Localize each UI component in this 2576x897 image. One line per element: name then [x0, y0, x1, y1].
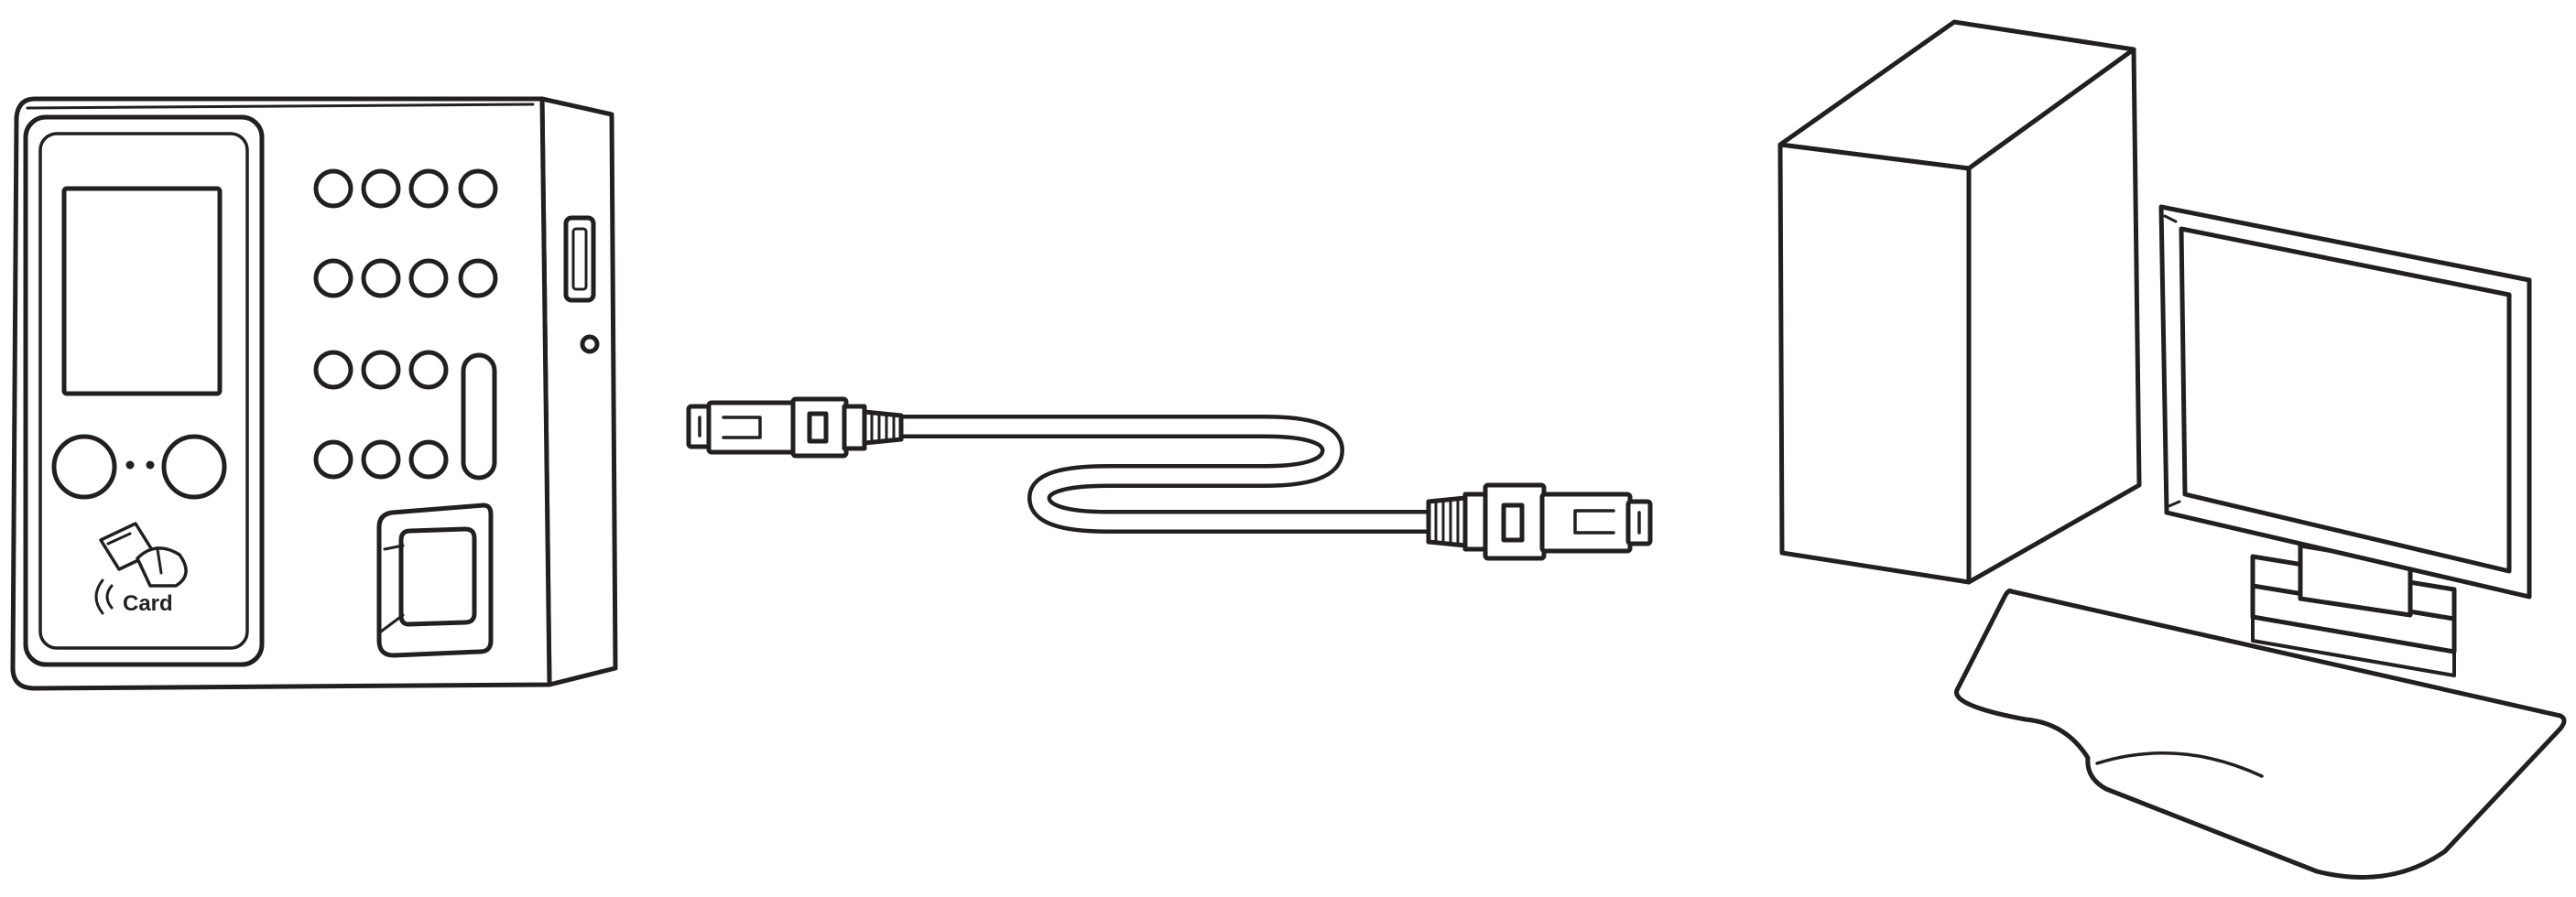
access-terminal-icon: Card: [10, 96, 618, 691]
camera-right: [161, 434, 227, 500]
monitor-icon: [2158, 204, 2532, 600]
rj45-connector-left-icon: [686, 396, 904, 459]
card-label: Card: [123, 591, 173, 616]
rj45-connector-right-icon: [1426, 482, 1653, 561]
card-reader-icon: [94, 522, 188, 615]
camera-left: [51, 434, 117, 500]
keypad: [313, 168, 498, 481]
desktop-computer-icon: [1777, 19, 2567, 880]
ethernet-cable-icon: [686, 396, 1653, 561]
display-screen: [61, 186, 223, 396]
fingerprint-sensor-icon: [376, 503, 494, 658]
keyboard-icon: [1954, 589, 2567, 880]
tower-icon: [1777, 19, 2142, 585]
